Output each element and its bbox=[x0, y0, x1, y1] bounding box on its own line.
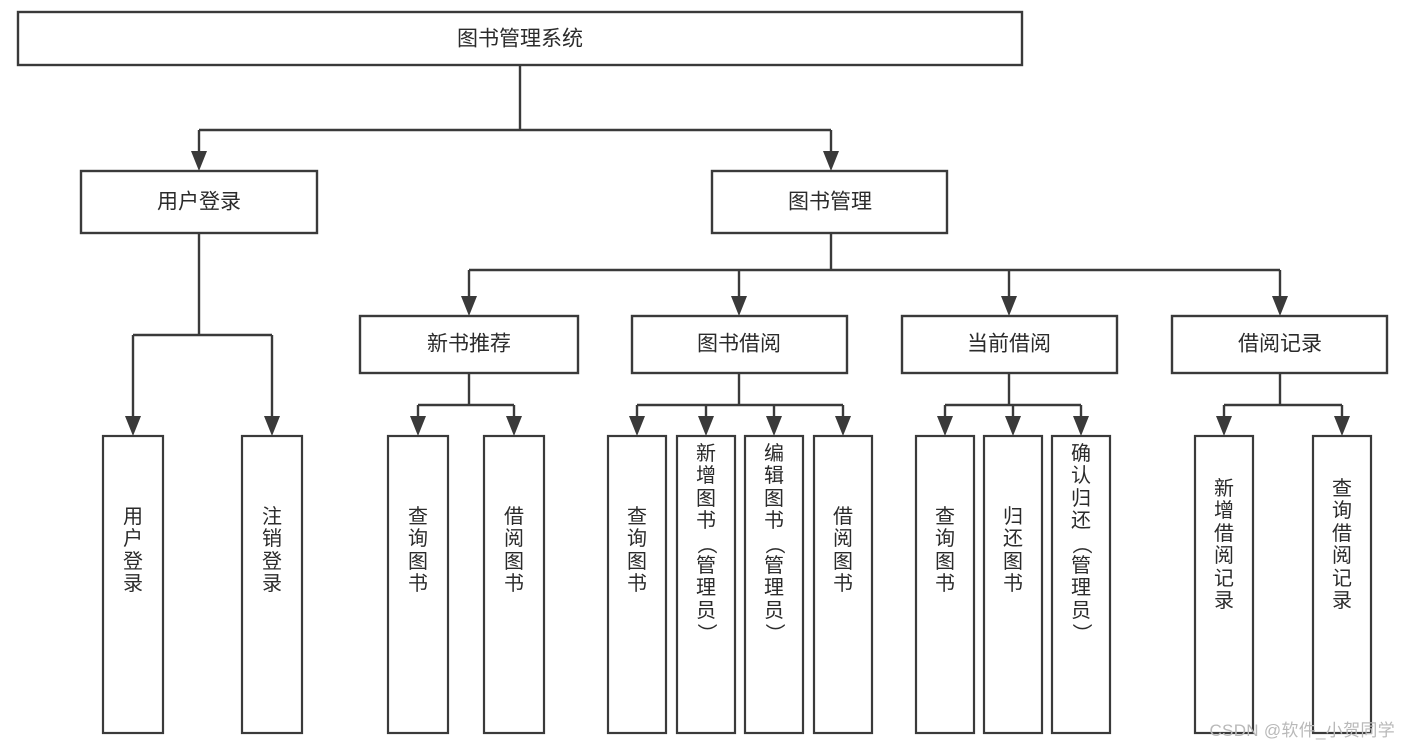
label-current-borrow: 当前借阅 bbox=[967, 333, 1051, 356]
arrow-head-icon bbox=[264, 416, 280, 436]
node-book-management[interactable] bbox=[710, 169, 949, 235]
leaf-borrow-book-1[interactable] bbox=[482, 434, 546, 735]
leaf-return-book[interactable] bbox=[982, 434, 1044, 735]
arrow-head-icon bbox=[698, 416, 714, 436]
arrow-head-icon bbox=[461, 296, 477, 316]
leaf-confirm-return-admin[interactable] bbox=[1050, 434, 1112, 735]
arrow-head-icon bbox=[835, 416, 851, 436]
node-root[interactable] bbox=[16, 10, 1024, 67]
node-current-borrow[interactable] bbox=[900, 314, 1119, 375]
arrow-head-icon bbox=[506, 416, 522, 436]
node-user-login[interactable] bbox=[79, 169, 319, 235]
arrow-head-icon bbox=[1334, 416, 1350, 436]
leaf-add-book-admin[interactable] bbox=[675, 434, 737, 735]
connector-group bbox=[125, 65, 1350, 436]
arrow-head-icon bbox=[1216, 416, 1232, 436]
leaf-query-book-2[interactable] bbox=[606, 434, 668, 735]
arrow-head-icon bbox=[629, 416, 645, 436]
arrow-head-icon bbox=[1005, 416, 1021, 436]
arrow-head-icon bbox=[731, 296, 747, 316]
label-root: 图书管理系统 bbox=[457, 28, 583, 51]
arrow-head-icon bbox=[410, 416, 426, 436]
label-book-borrow: 图书借阅 bbox=[697, 333, 781, 356]
leaf-query-book-1[interactable] bbox=[386, 434, 450, 735]
arrow-head-icon bbox=[1001, 296, 1017, 316]
arrow-head-icon bbox=[1073, 416, 1089, 436]
leaf-query-book-3[interactable] bbox=[914, 434, 976, 735]
arrow-head-icon bbox=[191, 151, 207, 171]
label-group: 图书管理系统 用户登录 图书管理 新书推荐 图书借阅 当前借阅 借阅记录 bbox=[157, 28, 1322, 356]
arrow-head-icon bbox=[766, 416, 782, 436]
arrow-head-icon bbox=[823, 151, 839, 171]
label-user-login: 用户登录 bbox=[157, 191, 241, 214]
leaf-borrow-book-2[interactable] bbox=[812, 434, 874, 735]
node-borrow-record[interactable] bbox=[1170, 314, 1389, 375]
label-new-book-recommend: 新书推荐 bbox=[427, 333, 511, 356]
leaf-add-borrow-record[interactable] bbox=[1193, 434, 1255, 735]
label-borrow-record: 借阅记录 bbox=[1238, 333, 1322, 356]
arrow-head-icon bbox=[937, 416, 953, 436]
leaf-edit-book-admin[interactable] bbox=[743, 434, 805, 735]
leaf-logout[interactable] bbox=[240, 434, 304, 735]
csdn-watermark: CSDN @软件_小贺同学 bbox=[1209, 721, 1395, 740]
node-book-borrow[interactable] bbox=[630, 314, 849, 375]
leaf-query-borrow-record[interactable] bbox=[1311, 434, 1373, 735]
arrow-head-icon bbox=[1272, 296, 1288, 316]
label-book-management: 图书管理 bbox=[788, 191, 872, 214]
node-group bbox=[16, 10, 1389, 735]
node-new-book-recommend[interactable] bbox=[358, 314, 580, 375]
leaf-user-login[interactable] bbox=[101, 434, 165, 735]
arrow-head-icon bbox=[125, 416, 141, 436]
